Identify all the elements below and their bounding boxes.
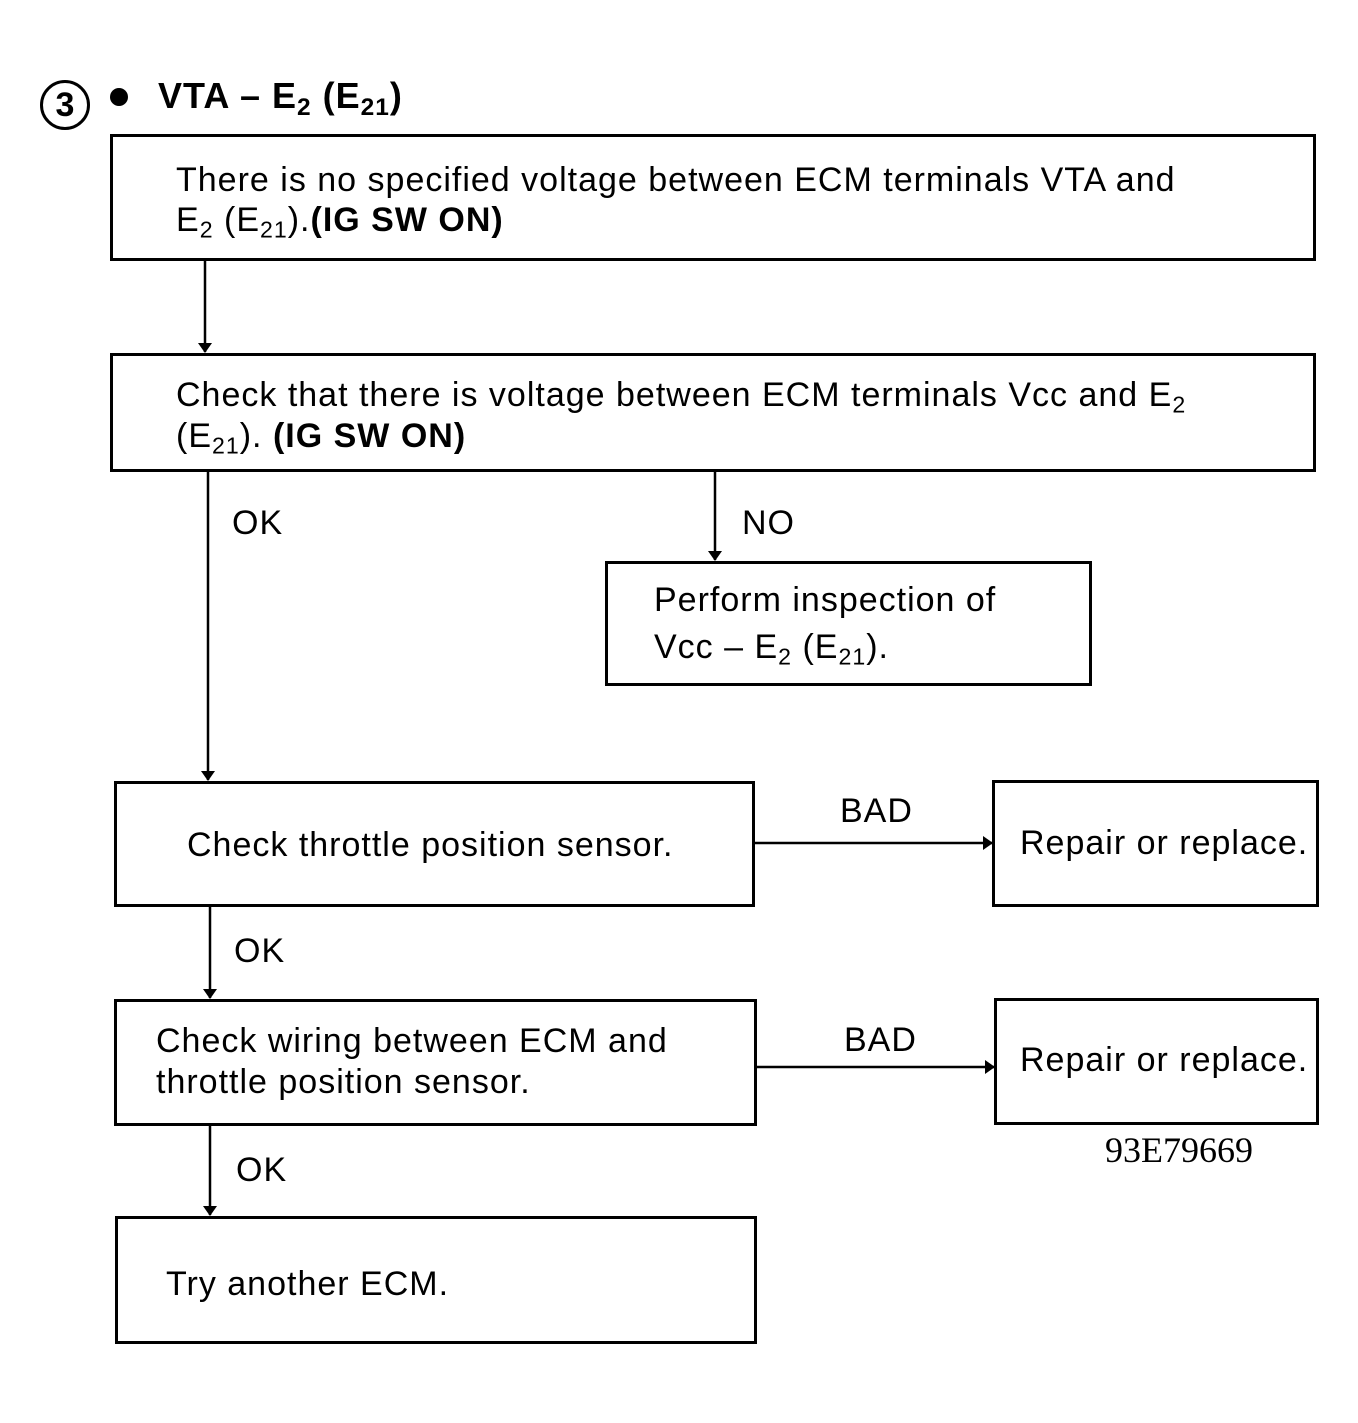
b3-l2-sub1: 2 xyxy=(778,643,793,670)
label-ok-1: OK xyxy=(232,504,284,542)
label-bad-2: BAD xyxy=(844,1021,917,1059)
b2-l1-text: Check that there is voltage between ECM … xyxy=(176,376,1173,414)
step-title-sub2: 21 xyxy=(360,93,390,121)
b2-l1-sub: 2 xyxy=(1172,391,1187,418)
b1-l2-sub2: 21 xyxy=(260,216,288,243)
box-repair-1 xyxy=(992,780,1319,907)
b2-l2-condition: (IG SW ON) xyxy=(272,417,467,455)
box-no-voltage-line2: E2 (E21).(IG SW ON) xyxy=(176,200,504,243)
box-try-ecm-text: Try another ECM. xyxy=(166,1265,450,1303)
box-repair-2 xyxy=(994,998,1319,1125)
box-check-wiring-line2: throttle position sensor. xyxy=(156,1063,531,1101)
b1-l2-close: ). xyxy=(287,201,311,239)
box-perform-inspection-line2: Vcc – E2 (E21). xyxy=(654,627,889,670)
b2-l2-open: (E xyxy=(176,417,212,455)
box-check-vcc xyxy=(110,353,1316,472)
b1-l2-e: E xyxy=(176,201,200,239)
box-no-voltage-line1: There is no specified voltage between EC… xyxy=(176,161,1176,199)
box-check-vcc-line1: Check that there is voltage between ECM … xyxy=(176,375,1187,418)
label-bad-1: BAD xyxy=(840,792,913,830)
step-number-circle: 3 xyxy=(40,80,90,130)
box-check-wiring xyxy=(114,999,757,1126)
bullet-icon xyxy=(110,88,128,106)
box-check-wiring-line1: Check wiring between ECM and xyxy=(156,1022,668,1060)
b1-l2-condition: (IG SW ON) xyxy=(310,201,504,239)
b3-l2-close: ). xyxy=(866,628,889,666)
box-perform-inspection xyxy=(605,561,1092,686)
b1-l2-paren: (E xyxy=(213,201,260,239)
figure-id: 93E79669 xyxy=(1105,1130,1253,1170)
b2-l2-close: ). xyxy=(239,417,273,455)
step-title-main: VTA – E xyxy=(158,75,298,116)
label-no-1: NO xyxy=(742,504,795,542)
box-repair-1-text: Repair or replace. xyxy=(1020,824,1309,862)
step-title-paren: (E xyxy=(311,75,361,116)
b1-l2-sub1: 2 xyxy=(199,216,214,243)
box-no-voltage xyxy=(110,134,1316,261)
step-title-sub1: 2 xyxy=(297,93,312,121)
label-ok-2: OK xyxy=(234,932,286,970)
b3-l2-paren: (E xyxy=(792,628,839,666)
box-perform-inspection-line1: Perform inspection of xyxy=(654,581,997,619)
box-check-sensor-text: Check throttle position sensor. xyxy=(187,826,674,864)
label-ok-3: OK xyxy=(236,1151,288,1189)
box-try-ecm xyxy=(115,1216,757,1344)
b2-l2-sub: 21 xyxy=(212,432,240,459)
step-title-close: ) xyxy=(389,75,403,116)
step-title: VTA – E2 (E21) xyxy=(158,75,403,120)
box-repair-2-text: Repair or replace. xyxy=(1020,1041,1309,1079)
b3-l2-vcc: Vcc – E xyxy=(654,628,779,666)
box-check-sensor xyxy=(114,781,755,907)
b3-l2-sub2: 21 xyxy=(838,643,867,670)
box-check-vcc-line2: (E21). (IG SW ON) xyxy=(176,416,467,459)
step-number: 3 xyxy=(55,86,75,124)
